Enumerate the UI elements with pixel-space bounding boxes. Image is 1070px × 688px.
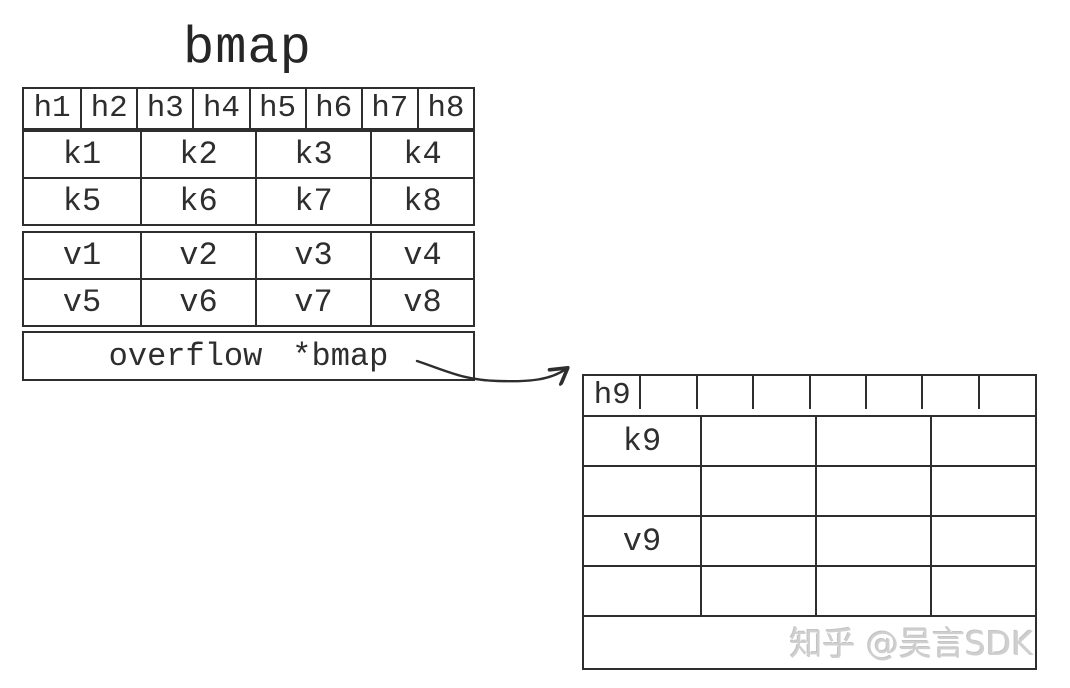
value-cell: v2 [140,233,255,278]
hash-cell: h2 [80,89,136,128]
overflow-label: overflow [108,337,263,375]
value-cell [930,567,1035,615]
key-cell [815,467,930,515]
keys-row: k9 [584,417,1035,467]
keys-row: k1 k2 k3 k4 [24,132,473,177]
zhihu-watermark: 知乎 @吴言SDK [789,624,1034,663]
hash-cell [639,376,696,415]
overflow-pointer-arrow [415,359,593,394]
value-cell [930,517,1035,565]
hash-cell: h6 [304,89,361,128]
value-cell [815,517,930,565]
key-cell: k6 [140,179,255,224]
hash-cell: h7 [360,89,417,128]
value-cell: v9 [622,522,662,560]
key-cell [700,417,815,465]
key-cell: k8 [370,179,473,224]
overflow-bucket-overflow-row: 知乎 @吴言SDK [584,617,1035,668]
hash-cell [864,376,922,415]
key-cell [700,467,815,515]
hash-cell [752,376,809,415]
value-cell [700,517,815,565]
bucket-keys-block: k1 k2 k3 k4 k5 k6 k7 k8 [22,130,475,226]
hash-cell: h3 [136,89,192,128]
value-cell [584,567,700,615]
hash-cell: h5 [248,89,305,128]
key-cell [930,417,1035,465]
key-cell: k2 [140,132,255,177]
bucket-overflow-row: overflow *bmap [22,331,475,381]
hash-cell [808,376,866,415]
keys-row: k5 k6 k7 k8 [24,177,473,224]
value-cell [815,567,930,615]
value-cell: v4 [370,233,473,278]
value-cell: v1 [62,237,102,274]
bucket-hash-row: h1 h2 h3 h4 h5 h6 h7 h8 [22,87,475,130]
hash-cell: h8 [416,89,473,128]
key-cell [815,417,930,465]
value-cell: v3 [255,233,370,278]
key-cell: k5 [62,183,102,220]
hash-cell [695,376,753,415]
hash-cell: h4 [192,89,248,128]
diagram-title: bmap [183,19,312,78]
key-cell: k3 [255,132,370,177]
overflow-bucket-hash-row: h9 [584,376,1035,417]
value-cell: v6 [140,280,255,325]
key-cell: k7 [255,179,370,224]
values-row [584,567,1035,617]
key-cell: k9 [622,422,662,460]
keys-row [584,467,1035,517]
hash-cell: h1 [33,91,71,126]
bucket-values-block: v1 v2 v3 v4 v5 v6 v7 v8 [22,231,475,327]
values-row: v1 v2 v3 v4 [24,233,473,278]
key-cell: k1 [62,136,102,173]
key-cell [584,467,700,515]
hash-cell: h9 [593,378,631,413]
overflow-type: *bmap [292,337,389,375]
key-cell: k4 [370,132,473,177]
value-cell: v5 [62,284,102,321]
value-cell [700,567,815,615]
hash-cell [977,376,1035,415]
key-cell [930,467,1035,515]
value-cell: v7 [255,280,370,325]
values-row: v9 [584,517,1035,567]
hash-cell [921,376,978,415]
values-row: v5 v6 v7 v8 [24,278,473,325]
value-cell: v8 [370,280,473,325]
overflow-bucket-table: h9 k9 v9 [582,374,1037,670]
